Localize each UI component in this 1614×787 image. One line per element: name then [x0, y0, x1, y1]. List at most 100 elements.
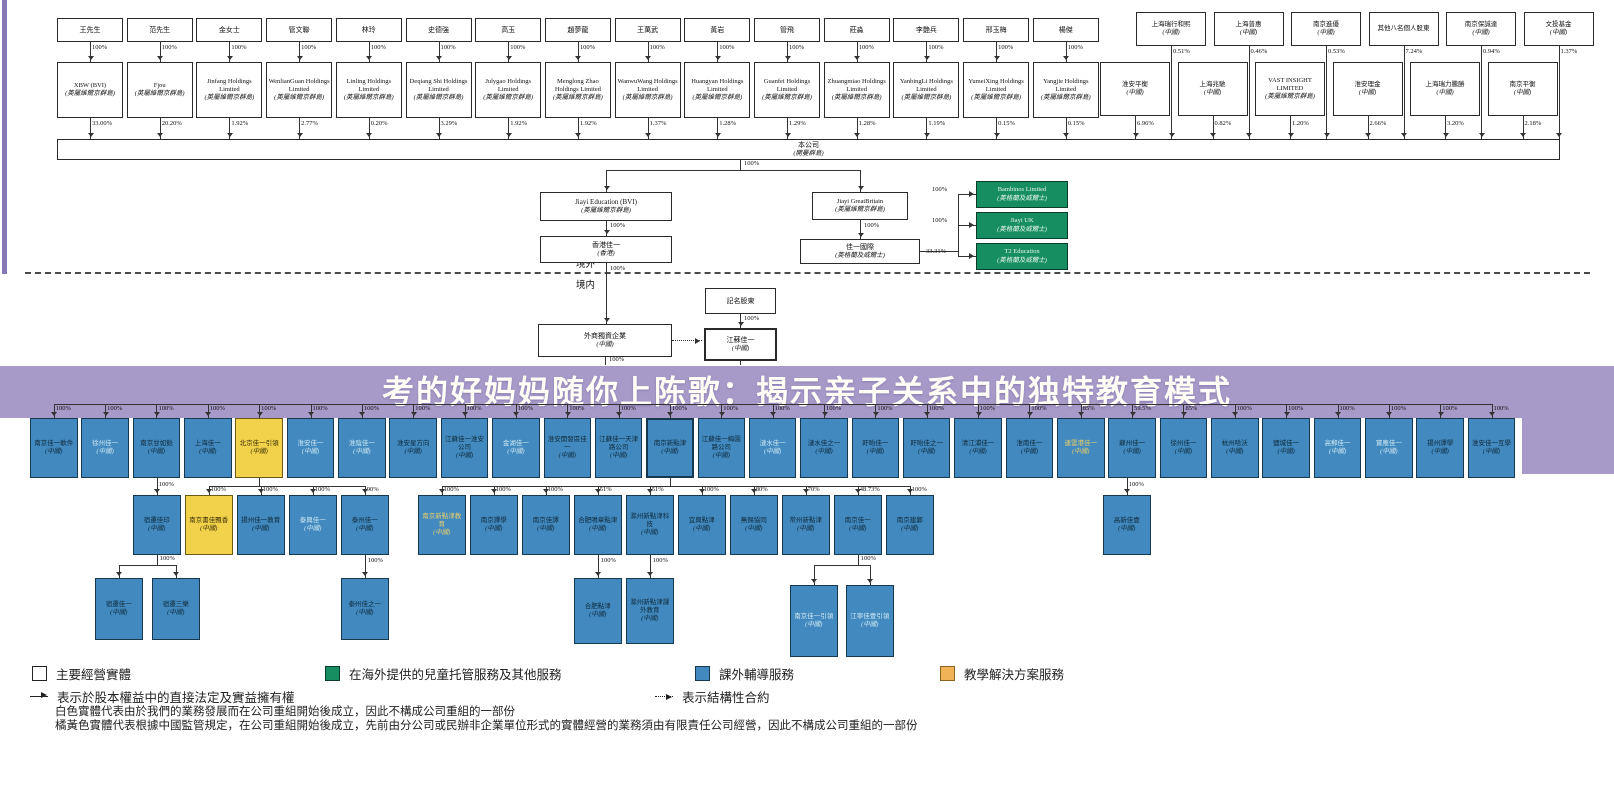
entity-label: 李艷兵	[915, 25, 937, 34]
entity-label: (中國)	[1203, 89, 1222, 96]
entity-label: (英屬維爾京群島)	[65, 90, 115, 97]
uk-subsidiary-box: T2 Education(英格蘭及威爾士)	[976, 243, 1068, 270]
connector-line	[310, 486, 317, 495]
entity-label: 徐州佳一	[1170, 439, 1197, 447]
percentage-label: 100%	[466, 405, 482, 412]
entity-label: (中國)	[304, 525, 322, 532]
operating-entity-box: 江蘇佳一淮安公司(中國)	[440, 418, 489, 478]
connector-line	[740, 361, 741, 365]
entity-label: 盱眙佳之一	[910, 439, 943, 447]
connector-line	[920, 251, 958, 252]
percentage-label: 100%	[1128, 481, 1144, 488]
connector-line	[296, 42, 303, 62]
entity-label: (英屬維爾京群島)	[622, 94, 673, 102]
percentage-label: 100%	[301, 44, 317, 51]
percentage-label: 100%	[312, 405, 328, 412]
percentage-label: 20.20%	[161, 120, 182, 127]
entity-label: 上海佳一	[194, 439, 221, 447]
entity-label: 江寧佳壹引領	[850, 612, 890, 620]
direct-investor-box: 南京平衡(中國)	[1487, 62, 1558, 116]
connector-line	[359, 404, 366, 418]
percentage-label: 1.92%	[579, 120, 597, 127]
entity-label: 邢玉梅	[985, 25, 1007, 34]
entity-label: (英屬維爾京群島)	[762, 94, 812, 102]
percentage-label: 100%	[744, 160, 760, 167]
bvi-holding-box: Huangyan Holdings Limited(英屬維爾京群島)	[684, 62, 751, 118]
entity-label: 江蘇佳一天津路公司	[599, 435, 639, 451]
direct-investor-box: 文投基金(中國)	[1523, 12, 1594, 46]
percentage-label: 100%	[367, 557, 383, 564]
entity-label: Deqiang Shi Holdings Limited	[409, 77, 468, 93]
percentage-label: 1.28%	[719, 120, 737, 127]
entity-label: 北京佳一引領	[239, 439, 279, 447]
entity-label: (中國)	[1317, 29, 1335, 36]
operating-entity-box: 高新佳壹(中國)	[1103, 495, 1151, 555]
entity-label: (中國)	[596, 340, 614, 348]
entity-label: (中國)	[356, 609, 374, 616]
entity-label: 南京書佳飄香	[189, 516, 229, 524]
uk-subsidiary-box: Jiayi UK(英格蘭及威爾士)	[976, 212, 1068, 239]
connector-line	[821, 404, 828, 418]
legend-item-overseas-services: 在海外提供的兒童托管服務及其他服務	[325, 664, 562, 683]
entity-label: Bambinos Limited	[997, 186, 1047, 194]
operating-entity-box: 連雲港佳一(中國)	[1057, 418, 1105, 478]
entity-label: 外商獨資企業	[584, 332, 626, 341]
entity-label: (中國)	[433, 529, 451, 537]
entity-label: (中國)	[1277, 448, 1295, 455]
entity-label: (中國)	[1380, 448, 1398, 455]
entity-label: (中國)	[147, 448, 166, 455]
operating-entity-box: 常州新點津(中國)	[782, 495, 830, 555]
connector-line	[872, 404, 879, 418]
entity-label: (中國)	[731, 344, 750, 352]
percentage-label: 100%	[161, 44, 177, 51]
operating-entity-box: 南京佳譯(中國)	[522, 495, 570, 555]
connector-line	[157, 42, 164, 62]
percentage-label: 100%	[649, 44, 665, 51]
connector-line	[208, 486, 365, 487]
connector-line	[1386, 404, 1393, 418]
entity-label: 史德強	[428, 25, 449, 34]
operating-entity-box: 淮南佳一(中國)	[1005, 418, 1054, 478]
entity-label: 南京譯學	[480, 516, 507, 524]
overlay-banner-title: 考的好妈妈随你上陈歌：揭示亲子关系中的独特教育模式	[381, 374, 1232, 410]
connector-line	[1287, 116, 1294, 139]
connector-line	[1063, 118, 1070, 139]
entity-label: (中國)	[199, 448, 217, 455]
operating-entity-box: 杭州哈沃(中國)	[1211, 418, 1259, 478]
connector-line	[1283, 404, 1290, 418]
percentage-label: 3.20%	[1447, 120, 1464, 127]
percentage-label: 100%	[1390, 405, 1407, 412]
percentage-label: 33.00%	[92, 120, 113, 127]
operating-entity-box: 徐州佳一(中國)	[1159, 418, 1208, 478]
entity-label: 金女士	[218, 25, 240, 34]
percentage-label: 100%	[314, 486, 330, 493]
connector-line	[102, 404, 109, 418]
bvi-holding-box: Linling Holdings Limited(英屬維爾京群島)	[335, 62, 402, 118]
uk-subsidiary-box: Bambinos Limited(英格蘭及威爾士)	[976, 181, 1068, 208]
entity-label: 泰州佳一	[351, 516, 378, 524]
legend-label: 表示於股本權益中的直接法定及實益擁有權	[57, 691, 295, 705]
bvi-holding-box: WenlianGuan Holdings Limited(英屬維爾京群島)	[266, 62, 333, 118]
connector-line	[1335, 404, 1341, 418]
entity-label: 宜興點津	[688, 516, 715, 524]
operating-entity-box: 宜興點津(中國)	[678, 495, 726, 555]
operating-entity-box: 合肥鳴章點津(中國)	[574, 495, 622, 555]
connector-line	[1489, 404, 1496, 418]
percentage-label: 100%	[579, 44, 596, 51]
percentage-label: 100%	[547, 486, 563, 493]
entity-label: 清江浦佳一	[961, 439, 995, 447]
entity-label: (中國)	[1174, 448, 1193, 455]
connector-line	[784, 42, 791, 62]
entity-label: 南京新點津	[653, 439, 687, 447]
entity-label: 王先生	[79, 25, 101, 34]
percentage-label: 100%	[1236, 405, 1252, 412]
jiangsu-jiayi-box: 江蘇佳一(中國)	[704, 328, 777, 361]
operating-entity-box: 南京新點津教育(中國)	[418, 495, 466, 555]
bvi-holding-box: XBW (BVI)(英屬維爾京群島)	[57, 62, 123, 118]
shareholder-person-box: 黃岩	[684, 18, 751, 42]
entity-label: (英屬維爾京群島)	[1040, 94, 1091, 102]
operating-entity-box: 蘇州佳一(中國)	[1108, 418, 1156, 478]
connector-line	[87, 118, 94, 139]
connector-line	[854, 118, 861, 139]
legend-item-solid-arrow: 表示於股本權益中的直接法定及實益擁有權	[30, 687, 295, 706]
